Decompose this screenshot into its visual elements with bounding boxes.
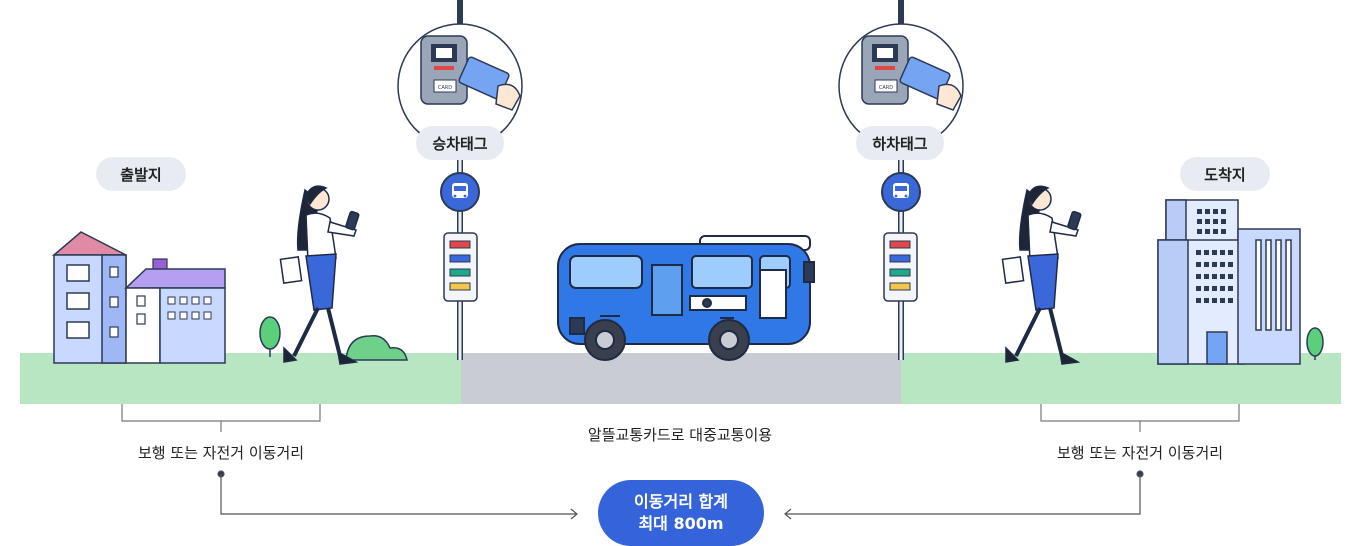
walk-distance-left: 보행 또는 자전거 이동거리 — [137, 444, 305, 462]
bus-stop-left: CARD — [397, 22, 523, 360]
alight-tag-label: 하차태그 — [856, 126, 944, 160]
reader-card-text: CARD — [879, 85, 893, 91]
board-tag-label: 승차태그 — [416, 126, 504, 160]
total-distance-line1: 이동거리 합계 — [634, 492, 728, 511]
reader-card-text: CARD — [438, 85, 452, 91]
bus-icon — [557, 235, 815, 361]
total-distance-line2: 최대 800m — [638, 514, 724, 533]
walk-distance-right: 보행 또는 자전거 이동거리 — [1056, 444, 1224, 462]
origin-buildings — [51, 231, 226, 364]
destination-label: 도착지 — [1180, 157, 1270, 191]
tree-icon — [259, 316, 281, 357]
total-distance-badge: 이동거리 합계 최대 800m — [598, 480, 764, 546]
connector-right — [784, 470, 1144, 520]
road — [461, 353, 901, 404]
destination-buildings — [1157, 199, 1301, 365]
bus-stop-right: CARD — [838, 22, 964, 360]
connector-left — [217, 470, 578, 520]
bracket-right — [1040, 404, 1240, 432]
pedestrian-right-icon — [1001, 185, 1082, 365]
tree-right-icon — [1306, 327, 1324, 360]
pedestrian-left-icon — [279, 185, 360, 365]
bracket-left — [121, 404, 321, 432]
origin-label: 출발지 — [96, 157, 186, 191]
bush-icon — [345, 335, 408, 361]
transit-caption: 알뜰교통카드로 대중교통이용 — [587, 426, 773, 444]
